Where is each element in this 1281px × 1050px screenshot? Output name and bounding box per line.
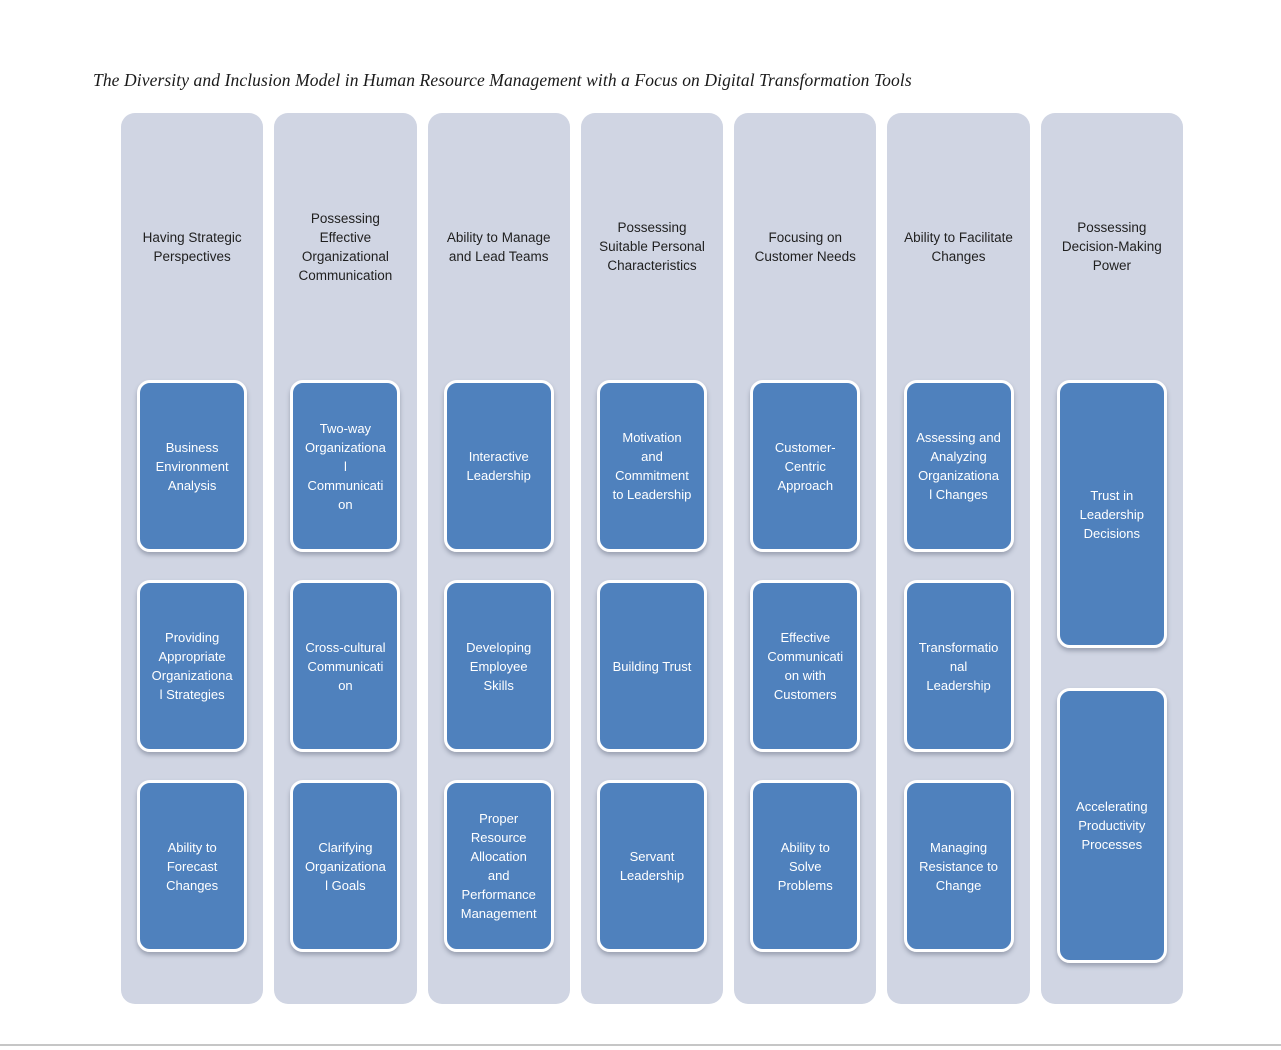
attribute-box: Effective Communicati on with Customers	[750, 580, 861, 752]
attribute-box: Ability to Solve Problems	[750, 780, 861, 952]
attribute-box: Accelerating Productivity Processes	[1056, 688, 1167, 963]
column-header: Possessing Effective Organizational Comm…	[298, 210, 393, 283]
page-bottom-rule	[0, 1044, 1281, 1046]
category-column-decision-making-power: Possessing Decision-Making Power Trust i…	[1040, 113, 1183, 1004]
attribute-box: Transformatio nal Leadership	[903, 580, 1014, 752]
attribute-box: Building Trust	[596, 580, 707, 752]
attribute-box: Managing Resistance to Change	[903, 780, 1014, 952]
attribute-box: Cross-cultural Communicati on	[290, 580, 401, 752]
box-stack: Business Environment Analysis Providing …	[137, 380, 248, 952]
column-header: Possessing Decision-Making Power	[1061, 220, 1162, 273]
attribute-box: Clarifying Organizationa l Goals	[290, 780, 401, 952]
category-column-customer-needs: Focusing on Customer Needs Customer- Cen…	[734, 113, 877, 1004]
column-header: Ability to Facilitate Changes	[904, 229, 1013, 264]
column-header: Focusing on Customer Needs	[754, 229, 856, 264]
attribute-box: Developing Employee Skills	[443, 580, 554, 752]
diagram-title: The Diversity and Inclusion Model in Hum…	[93, 70, 912, 90]
category-column-strategic-perspectives: Having Strategic Perspectives Business E…	[121, 113, 264, 1004]
box-stack: Trust in Leadership Decisions Accelerati…	[1056, 380, 1167, 963]
column-header: Having Strategic Perspectives	[142, 229, 242, 264]
box-stack: Interactive Leadership Developing Employ…	[443, 380, 554, 952]
attribute-box: Ability to Forecast Changes	[137, 780, 248, 952]
category-column-organizational-communication: Possessing Effective Organizational Comm…	[274, 113, 417, 1004]
box-stack: Customer- Centric Approach Effective Com…	[750, 380, 861, 952]
column-header: Possessing Suitable Personal Characteris…	[599, 220, 705, 273]
attribute-box: Servant Leadership	[596, 780, 707, 952]
box-stack: Two-way Organizationa l Communicati on C…	[290, 380, 401, 952]
attribute-box: Assessing and Analyzing Organizationa l …	[903, 380, 1014, 552]
attribute-box: Customer- Centric Approach	[750, 380, 861, 552]
attribute-box: Motivation and Commitment to Leadership	[596, 380, 707, 552]
category-column-facilitate-changes: Ability to Facilitate Changes Assessing …	[887, 113, 1030, 1004]
attribute-box: Two-way Organizationa l Communicati on	[290, 380, 401, 552]
box-stack: Motivation and Commitment to Leadership …	[596, 380, 707, 952]
attribute-box: Trust in Leadership Decisions	[1056, 380, 1167, 648]
column-header: Ability to Manage and Lead Teams	[446, 229, 551, 264]
category-column-personal-characteristics: Possessing Suitable Personal Characteris…	[580, 113, 724, 1004]
attribute-box: Interactive Leadership	[443, 380, 554, 552]
diagram-columns: Having Strategic Perspectives Business E…	[121, 113, 1183, 1004]
attribute-box: Proper Resource Allocation and Performan…	[443, 780, 554, 952]
attribute-box: Business Environment Analysis	[137, 380, 248, 552]
attribute-box: Providing Appropriate Organizationa l St…	[137, 580, 248, 752]
box-stack: Assessing and Analyzing Organizationa l …	[903, 380, 1014, 952]
category-column-manage-lead-teams: Ability to Manage and Lead Teams Interac…	[427, 113, 570, 1004]
